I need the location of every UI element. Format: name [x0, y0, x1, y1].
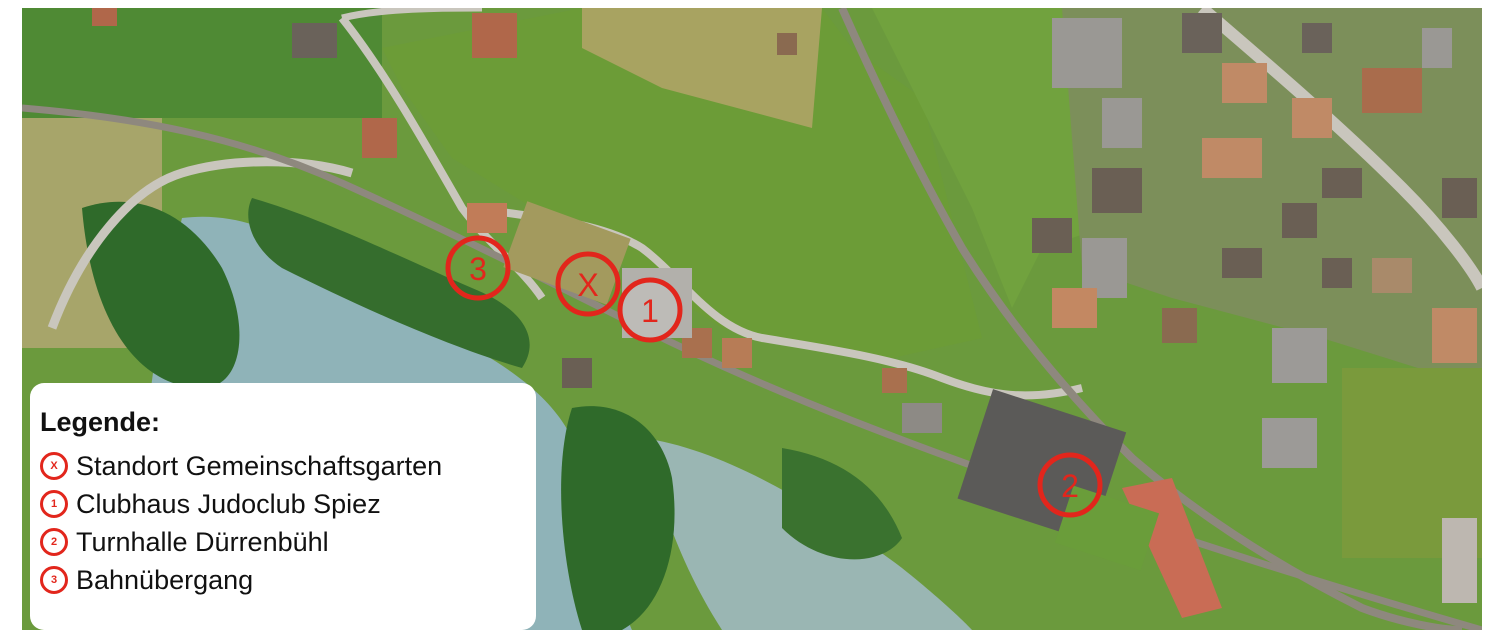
- legend-item-crossing: 3 Bahnübergang: [40, 561, 536, 599]
- legend-label-clubhouse: Clubhaus Judoclub Spiez: [76, 488, 381, 519]
- marker-1[interactable]: 1: [617, 277, 683, 343]
- meadow-central: [382, 8, 982, 358]
- legend-item-gym: 2 Turnhalle Dürrenbühl: [40, 523, 536, 561]
- trees-left: [82, 201, 240, 388]
- marker-2-label: 2: [1061, 468, 1079, 504]
- marker-3-icon: 3: [40, 566, 68, 594]
- marker-2-icon: 2: [40, 528, 68, 556]
- marker-3-label: 3: [469, 251, 487, 287]
- legend-label-garden: Standort Gemeinschaftsgarten: [76, 450, 443, 481]
- marker-3[interactable]: 3: [445, 235, 511, 301]
- marker-1-icon: 1: [40, 490, 68, 518]
- marker-x-label: X: [577, 267, 598, 303]
- marker-x[interactable]: X: [555, 251, 621, 317]
- aerial-map-graphic: [22, 8, 1482, 630]
- map-legend: Legende: X Standort Gemeinschaftsgarten …: [30, 383, 536, 630]
- garden-plot: [503, 201, 631, 305]
- trees-lower: [782, 448, 902, 560]
- field-hay: [582, 8, 822, 128]
- marker-2[interactable]: 2: [1037, 452, 1103, 518]
- houses: [92, 8, 1477, 603]
- map-markers: 3 X 1 2: [445, 235, 1103, 518]
- legend-item-garden: X Standort Gemeinschaftsgarten: [40, 447, 536, 485]
- road-east: [1198, 8, 1482, 291]
- trees-middle: [561, 406, 675, 630]
- marker-1-label: 1: [641, 293, 659, 329]
- legend-title: Legende:: [40, 407, 161, 437]
- legend-label-gym: Turnhalle Dürrenbühl: [76, 526, 329, 557]
- legend-item-clubhouse: 1 Clubhaus Judoclub Spiez: [40, 485, 536, 523]
- aerial-map[interactable]: 3 X 1 2: [22, 8, 1482, 630]
- trees-shore: [248, 198, 530, 368]
- road-top: [341, 8, 483, 22]
- legend-label-crossing: Bahnübergang: [76, 564, 254, 595]
- marker-x-icon: X: [40, 452, 68, 480]
- sports-turf: [1054, 485, 1160, 571]
